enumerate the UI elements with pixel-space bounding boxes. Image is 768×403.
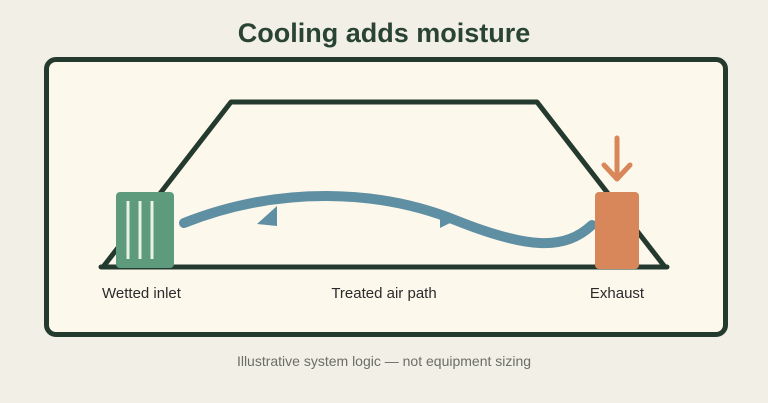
air-path-label: Treated air path <box>331 285 436 302</box>
down-arrow-icon <box>601 135 633 182</box>
diagram-title: Cooling adds moisture <box>237 18 531 48</box>
footnote: Illustrative system logic — not equipmen… <box>236 353 532 369</box>
building-outline <box>101 99 667 269</box>
exhaust-unit <box>595 192 639 269</box>
air-direction-arrow-left <box>257 206 277 226</box>
treated-air-path <box>179 191 597 249</box>
wetted-pad-icon <box>116 192 174 268</box>
air-direction-arrow-right <box>440 212 456 228</box>
inlet-label: Wetted inlet <box>102 285 182 302</box>
exhaust-label: Exhaust <box>590 285 645 302</box>
